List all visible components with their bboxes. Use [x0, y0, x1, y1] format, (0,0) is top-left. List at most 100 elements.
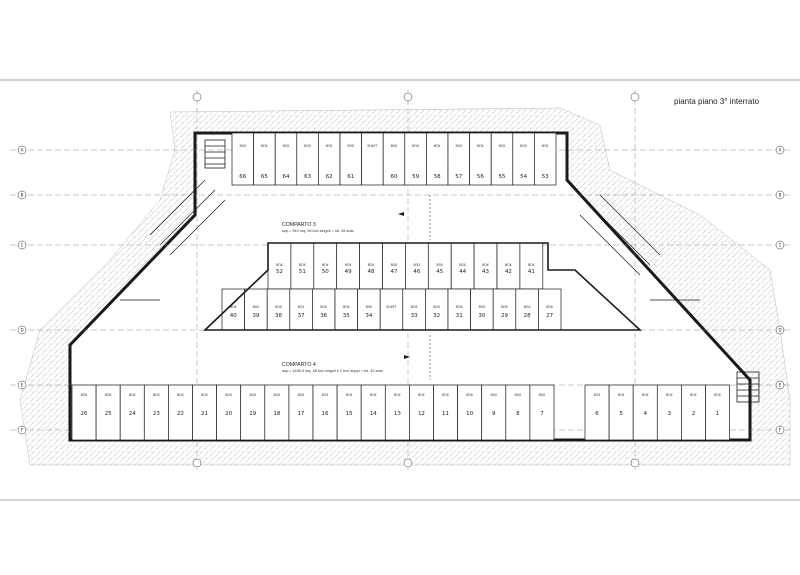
axis-bubble: B — [17, 190, 27, 200]
box-type-label: BOX — [714, 393, 721, 397]
bottom-box: BOX 1 — [705, 384, 730, 441]
middle-upper-box-row: BOX52BOX51BOX50BOX49BOX48BOX47BOX46BOX45… — [267, 242, 544, 290]
axis-bubble — [630, 92, 640, 102]
box-type-label: BOX — [466, 393, 473, 397]
box-number: 53 — [542, 174, 549, 180]
box-type-label: BOX — [528, 263, 535, 267]
box-outline — [515, 288, 539, 331]
box-outline — [192, 384, 217, 441]
box-number: 38 — [275, 313, 282, 319]
box-type-label: BOX — [261, 144, 268, 148]
box-outline — [425, 288, 449, 331]
axis-bubble: A — [775, 145, 785, 155]
box-number: 5 — [619, 411, 623, 417]
svg-text:E: E — [21, 383, 24, 388]
box-type-label: BOX — [412, 144, 419, 148]
box-outline — [457, 384, 483, 441]
box-type-label: BOX — [515, 393, 522, 397]
box-number: 50 — [322, 269, 329, 275]
box-number: 33 — [411, 313, 418, 319]
box-number: 10 — [466, 411, 473, 417]
box-type-label: BOX — [347, 144, 354, 148]
box-number: 2 — [692, 411, 696, 417]
axis-bubble: D — [17, 325, 27, 335]
box-number: 8 — [516, 411, 520, 417]
box-type-label: BOX — [239, 144, 246, 148]
box-outline — [534, 132, 557, 186]
box-outline — [71, 384, 97, 441]
box-outline — [360, 384, 386, 441]
middle-lower-box-row: BOX40BOX39BOX38BOX37BOX36BOX35BOX34SHAFT… — [221, 288, 562, 331]
box-type-label: BOX — [346, 393, 353, 397]
box-number: 1 — [716, 411, 720, 417]
box-type-label: BOX — [482, 263, 489, 267]
box-type-label: BOX — [105, 393, 112, 397]
box-type-label: BOX — [283, 144, 290, 148]
box-type-label: BOX — [433, 305, 440, 309]
box-type-label: BOX — [539, 393, 546, 397]
axis-bubble — [403, 92, 413, 102]
box-number: 54 — [520, 174, 527, 180]
box-number: 46 — [413, 269, 420, 275]
stair-core-left — [204, 139, 226, 169]
box-number: 48 — [368, 269, 375, 275]
box-type-label: BOX — [459, 263, 466, 267]
bottom-box-row: BOX26BOX25BOX24BOX23BOX22BOX21BOX20BOX19… — [71, 384, 730, 441]
svg-text:F: F — [21, 428, 24, 433]
box-number: 35 — [343, 313, 350, 319]
box-type-label: BOX — [322, 263, 329, 267]
box-number: 6 — [595, 411, 599, 417]
aisle-arrows — [398, 195, 431, 380]
box-outline — [336, 384, 362, 441]
box-outline — [361, 132, 384, 186]
box-type-label: BOX — [455, 144, 462, 148]
box-number: 62 — [326, 174, 333, 180]
stair-core-right — [736, 371, 760, 403]
box-type-label: SHAFT — [386, 305, 396, 309]
box-outline — [119, 384, 145, 441]
box-type-label: BOX — [129, 393, 136, 397]
svg-text:F: F — [779, 428, 782, 433]
box-outline — [95, 384, 121, 441]
box-number: 64 — [283, 174, 290, 180]
box-outline — [168, 384, 193, 441]
box-number: 14 — [370, 411, 377, 417]
box-number: 21 — [201, 411, 208, 417]
axis-bubble: E — [17, 380, 27, 390]
box-number: 51 — [299, 269, 306, 275]
box-number: 26 — [81, 411, 88, 417]
box-type-label: BOX — [418, 393, 425, 397]
box-number: 29 — [501, 313, 508, 319]
box-outline — [481, 384, 507, 441]
box-outline — [379, 288, 404, 331]
box-number: 22 — [177, 411, 184, 417]
plan-title: pianta piano 3° interrato — [674, 97, 760, 106]
mid-upper-box: BOX 50 — [313, 242, 338, 290]
box-outline — [584, 384, 610, 441]
box-number: 15 — [346, 411, 353, 417]
box-number: 34 — [365, 313, 372, 319]
comparto-3-title: COMPARTO 3 — [282, 222, 316, 228]
